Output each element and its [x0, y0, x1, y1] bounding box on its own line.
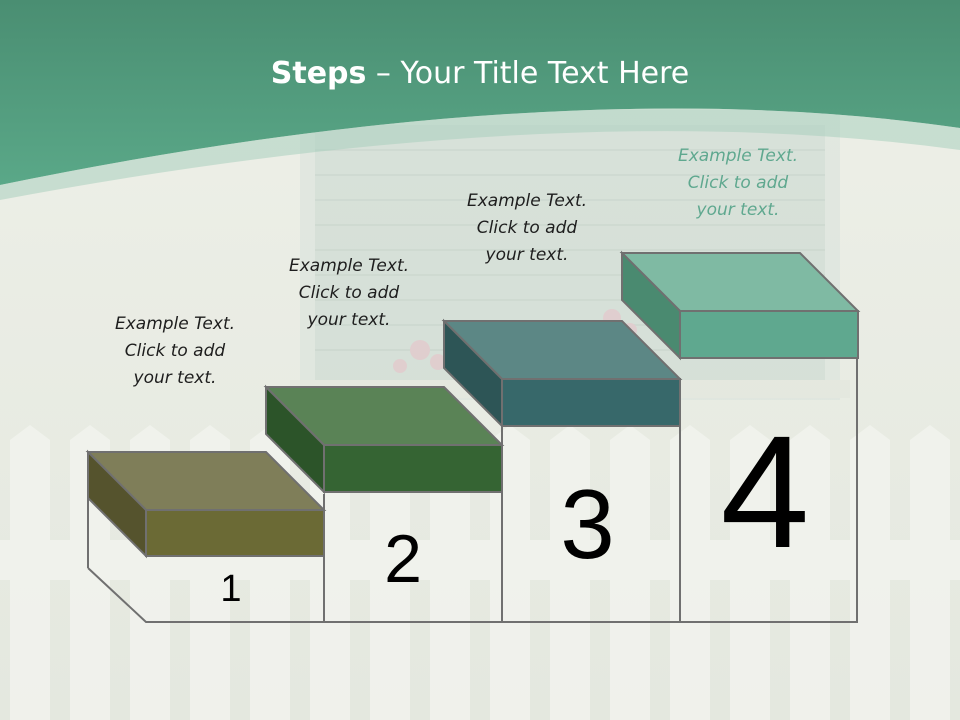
- step-4-line-2: Click to add: [687, 173, 789, 193]
- step-1-line-2: Click to add: [124, 341, 226, 361]
- step-4-line-3: your text.: [696, 200, 780, 220]
- step-1-block: [85, 449, 327, 559]
- step-1-caption[interactable]: Example Text. Click to add your text.: [80, 311, 270, 392]
- step-3-number[interactable]: 3: [560, 469, 615, 579]
- step-3-block: [441, 318, 683, 429]
- title-bold: Steps: [270, 56, 367, 91]
- step-2-line-3: your text.: [307, 310, 391, 330]
- step-4-block: [619, 250, 861, 361]
- step-3-caption[interactable]: Example Text. Click to add your text.: [432, 188, 622, 269]
- step-1-line-1: Example Text.: [114, 314, 236, 334]
- step-2-line-2: Click to add: [298, 283, 400, 303]
- step-2-number[interactable]: 2: [384, 521, 422, 597]
- step-3-line-3: your text.: [485, 245, 569, 265]
- step-4-caption[interactable]: Example Text. Click to add your text.: [643, 143, 833, 224]
- step-2-line-1: Example Text.: [288, 256, 410, 276]
- step-4-line-1: Example Text.: [677, 146, 799, 166]
- step-2-caption[interactable]: Example Text. Click to add your text.: [254, 253, 444, 334]
- step-1-number[interactable]: 1: [220, 568, 242, 610]
- step-1-line-3: your text.: [133, 368, 217, 388]
- header-wave: [0, 108, 960, 200]
- step-3-line-2: Click to add: [476, 218, 578, 238]
- title-rest: – Your Title Text Here: [366, 56, 690, 91]
- header-band: [0, 0, 960, 185]
- step-2-block: [263, 384, 505, 495]
- step-3-line-1: Example Text.: [466, 191, 588, 211]
- page-title[interactable]: Steps – Your Title Text Here: [0, 56, 960, 91]
- fence-photo: [0, 425, 960, 720]
- step-4-number[interactable]: 4: [720, 402, 810, 581]
